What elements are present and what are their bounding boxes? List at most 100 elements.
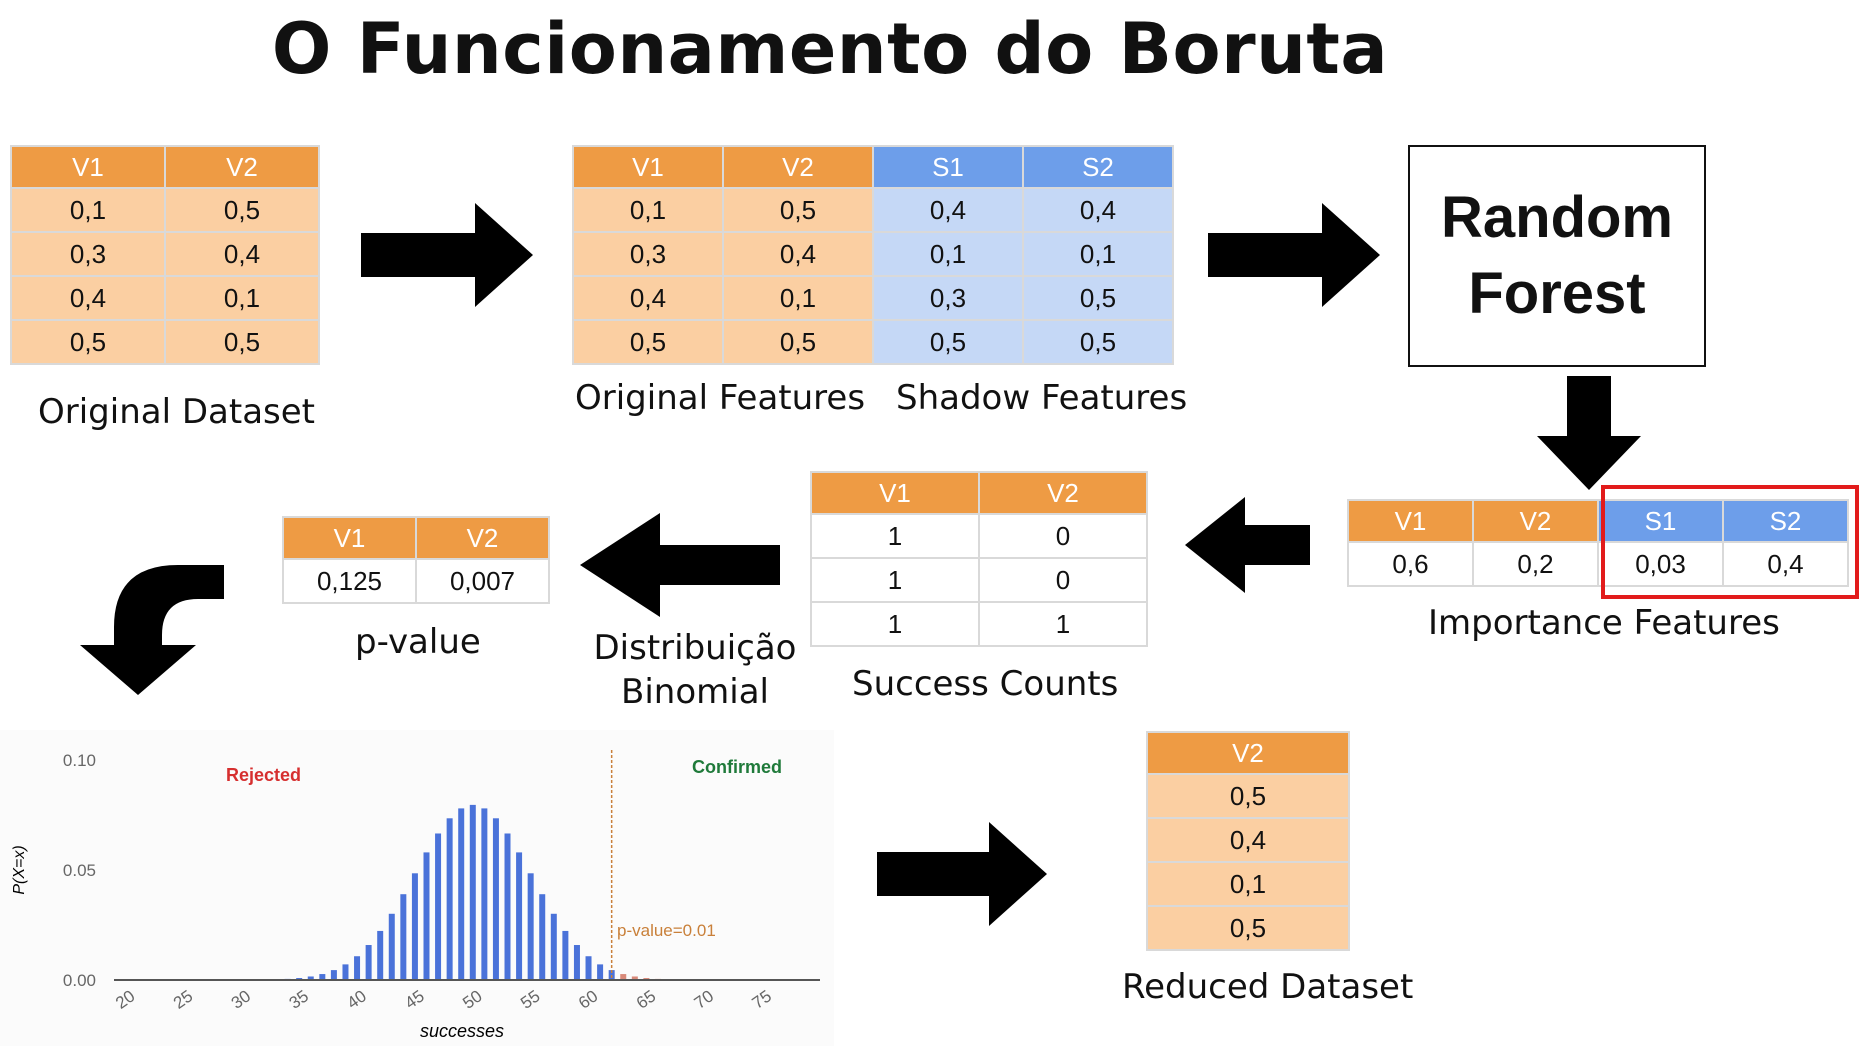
cell: 0,4 — [1722, 541, 1849, 587]
bar — [539, 894, 546, 980]
cell: 0,1 — [1022, 231, 1174, 277]
bar — [620, 974, 627, 980]
bar — [516, 852, 523, 980]
header-s2: S2 — [1722, 499, 1849, 543]
importance-caption: Importance Features — [1428, 603, 1780, 643]
cell: 0,4 — [10, 275, 166, 321]
curved-down-arrow-icon — [80, 565, 224, 695]
bars-group — [273, 804, 673, 980]
binomial-line2: Binomial — [621, 672, 769, 712]
bar — [388, 913, 395, 980]
y-tick-label: 0.10 — [63, 751, 96, 770]
cell: 0,5 — [572, 319, 724, 365]
cell: 1 — [810, 601, 980, 647]
threshold-label: p-value=0.01 — [617, 921, 716, 940]
header-v2: V2 — [164, 145, 320, 189]
cell: 0,5 — [1146, 773, 1350, 819]
bar — [307, 976, 314, 980]
right-arrow-icon — [1208, 203, 1380, 307]
cell: 0,125 — [282, 558, 417, 604]
header-v1: V1 — [810, 471, 980, 515]
x-tick-label: 30 — [228, 986, 254, 1012]
header-s1: S1 — [1597, 499, 1724, 543]
right-arrow-icon — [361, 203, 533, 307]
header-v2: V2 — [1146, 731, 1350, 775]
header-v1: V1 — [572, 145, 724, 189]
cell: 0,4 — [1146, 817, 1350, 863]
header-s2: S2 — [1022, 145, 1174, 189]
cell: 1 — [978, 601, 1148, 647]
random-forest-line1: Random — [1441, 185, 1673, 250]
cell: 0,3 — [572, 231, 724, 277]
right-arrow-icon — [877, 822, 1047, 926]
cell: 0,5 — [722, 187, 874, 233]
original-dataset-caption: Original Dataset — [38, 392, 315, 432]
bar — [365, 945, 372, 980]
bar — [504, 833, 511, 980]
bar — [423, 852, 430, 980]
down-arrow-icon — [1537, 376, 1641, 490]
cell: 0,4 — [1022, 187, 1174, 233]
x-tick-label: 60 — [575, 986, 601, 1012]
reduced-dataset-table: V2 0,5 0,4 0,1 0,5 — [1146, 731, 1350, 951]
random-forest-line2: Forest — [1468, 261, 1646, 326]
header-v2: V2 — [978, 471, 1148, 515]
cell: 0,4 — [872, 187, 1024, 233]
cell: 0,03 — [1597, 541, 1724, 587]
y-tick-label: 0.05 — [63, 861, 96, 880]
x-tick-label: 45 — [401, 986, 427, 1012]
bar — [446, 818, 453, 980]
bar — [597, 964, 604, 980]
cell: 0,6 — [1347, 541, 1474, 587]
cell: 0,5 — [164, 319, 320, 365]
original-features-caption: Original Features — [575, 378, 866, 418]
bar — [435, 833, 442, 980]
cell: 0,4 — [164, 231, 320, 277]
cell: 1 — [810, 557, 980, 603]
cell: 0,3 — [872, 275, 1024, 321]
left-arrow-icon — [580, 513, 780, 617]
bar — [562, 930, 569, 980]
cell: 1 — [810, 513, 980, 559]
binomial-line1: Distribuição — [593, 628, 797, 668]
cell: 0,5 — [872, 319, 1024, 365]
cell: 0,4 — [572, 275, 724, 321]
y-axis-label: P(X=x) — [11, 845, 28, 894]
bar — [400, 894, 407, 980]
bar — [469, 804, 476, 980]
cell: 0,007 — [415, 558, 550, 604]
rejected-label: Rejected — [226, 765, 301, 785]
x-axis-label: successes — [420, 1021, 504, 1041]
shadow-features-caption: Shadow Features — [896, 378, 1188, 418]
x-tick-label: 35 — [286, 986, 312, 1012]
header-s1: S1 — [872, 145, 1024, 189]
cell: 0,5 — [1146, 905, 1350, 951]
page-title: O Funcionamento do Boruta — [271, 8, 1389, 90]
cell: 0,5 — [1022, 275, 1174, 321]
cell: 0,1 — [872, 231, 1024, 277]
left-arrow-icon — [1185, 497, 1310, 593]
x-tick-label: 20 — [112, 986, 138, 1012]
reduced-dataset-caption: Reduced Dataset — [1122, 967, 1414, 1007]
bar — [319, 974, 326, 980]
bar — [573, 945, 580, 980]
cell: 0,1 — [10, 187, 166, 233]
success-counts-caption: Success Counts — [852, 664, 1119, 704]
header-v2: V2 — [415, 516, 550, 560]
cell: 0,5 — [10, 319, 166, 365]
bar — [354, 956, 361, 980]
bar — [585, 956, 592, 980]
x-tick-label: 40 — [344, 986, 370, 1012]
bar — [377, 930, 384, 980]
shadow-highlight-box — [1601, 485, 1859, 599]
cell: 0,2 — [1472, 541, 1599, 587]
x-tick-label: 50 — [459, 986, 485, 1012]
cell: 0,4 — [722, 231, 874, 277]
header-v2: V2 — [722, 145, 874, 189]
cell: 0,1 — [164, 275, 320, 321]
x-tick-label: 70 — [691, 986, 717, 1012]
